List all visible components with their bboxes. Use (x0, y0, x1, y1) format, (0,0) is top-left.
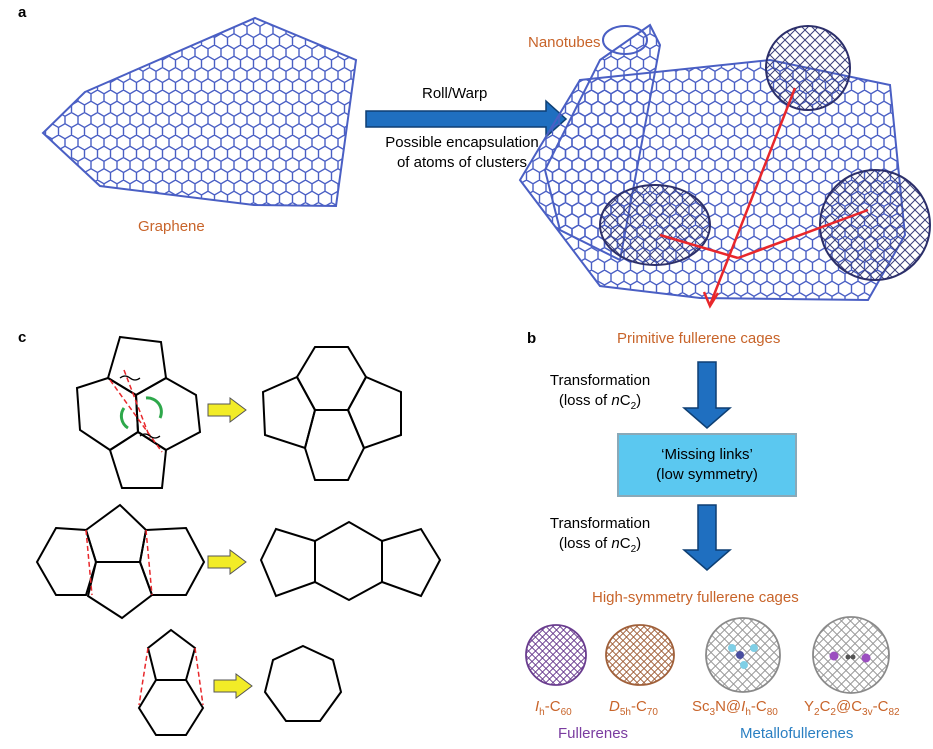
loss-sub: 2 (630, 401, 637, 412)
m0-s1: h (539, 707, 545, 718)
m3-p1: Y (804, 698, 815, 715)
metallofullerenes-label: Metallofullerenes (740, 725, 854, 742)
fullerene-cage-right (819, 169, 931, 281)
loss-prefix: (loss of (558, 392, 612, 409)
ih-c60-cage (525, 624, 587, 686)
m1-p2: -C (630, 698, 647, 715)
graphene-sheet (41, 16, 358, 208)
panel-letter-b: b (527, 330, 537, 347)
missing-links-box: ‘Missing links’ (low symmetry) (617, 433, 797, 497)
red-connector-lines (659, 87, 869, 309)
c-row3-yellow-arrow (213, 673, 253, 699)
sc3n-c80-cage (705, 617, 781, 693)
m1-p1: D (609, 698, 620, 715)
loss-sub: 2 (630, 544, 637, 555)
encapsulation-line-2: of atoms of clusters (396, 154, 528, 171)
m3-s3: 3v (862, 707, 873, 718)
loss-text: (loss of nC2) (525, 391, 675, 417)
m2-p3: I (741, 698, 746, 715)
loss-c: C (619, 392, 631, 409)
m0-p2: -C (544, 698, 561, 715)
loss-c: C (619, 535, 631, 552)
panel-letter-a: a (18, 4, 27, 21)
d5h-c70-cage (605, 624, 675, 686)
panel-letter-c: c (18, 329, 27, 346)
fullerene-cage-left (599, 184, 711, 266)
m2-p4: -C (750, 698, 767, 715)
loss-text: (loss of nC2) (525, 534, 675, 560)
roll-warp-label: Roll/Warp (422, 85, 488, 102)
m3-s1: 2 (814, 707, 820, 718)
loss-n: n (611, 535, 620, 552)
down-arrow-2 (681, 504, 733, 571)
m3-p3: @C (835, 698, 863, 715)
loss-prefix: (loss of (558, 535, 612, 552)
molecule-label-y2c2-c82: Y2C2@C3v-C82 (804, 698, 900, 718)
transformation-label-1: Transformation (loss of nC2) (525, 371, 675, 417)
roll-warp-arrow (365, 99, 568, 139)
transformation-text: Transformation (549, 372, 651, 389)
c-row3-left-structure (137, 628, 205, 736)
m2-p2: N@ (715, 698, 742, 715)
molecule-label-sc3n-c80: Sc3N@Ih-C80 (692, 698, 778, 718)
c-row1-right-structure (261, 346, 402, 481)
transformation-text: Transformation (549, 515, 651, 532)
loss-suffix: ) (636, 535, 642, 552)
missing-links-line-2: (low symmetry) (656, 466, 758, 483)
loss-suffix: ) (636, 392, 642, 409)
high-symmetry-label: High-symmetry fullerene cages (592, 589, 799, 606)
molecule-label-ih-c60: Ih-C60 (535, 698, 572, 718)
m2-s1: 3 (709, 707, 716, 718)
loss-n: n (611, 392, 620, 409)
c-row3-heptagon (263, 644, 343, 722)
m3-s4: 82 (888, 707, 900, 718)
m2-s3: h (745, 707, 751, 718)
encapsulation-label: Possible encapsulation of atoms of clust… (372, 133, 552, 173)
m0-s2: 60 (560, 707, 572, 718)
m1-s2: 70 (646, 707, 658, 718)
y2c2-c82-cage (812, 616, 890, 694)
m3-p4: -C (872, 698, 889, 715)
c-row2-yellow-arrow (207, 549, 247, 575)
missing-links-line-1: ‘Missing links’ (661, 446, 753, 463)
c-row2-left-structure (35, 503, 206, 620)
fullerene-cage-top (765, 25, 851, 111)
m3-s2: 2 (830, 707, 836, 718)
c-row1-yellow-arrow (207, 397, 247, 423)
primitive-cages-label: Primitive fullerene cages (617, 330, 781, 347)
c-row1-left-structure (75, 335, 202, 489)
nanotubes-label: Nanotubes (528, 34, 601, 51)
fullerenes-label: Fullerenes (558, 725, 629, 742)
m2-s4: 80 (766, 707, 778, 718)
encapsulation-line-1: Possible encapsulation (385, 134, 539, 151)
m1-s1: 5h (619, 707, 631, 718)
c-row2-right-structure (259, 520, 442, 602)
m3-p2: C (819, 698, 831, 715)
transformation-label-2: Transformation (loss of nC2) (525, 514, 675, 560)
graphene-label: Graphene (138, 218, 205, 235)
m2-p1: Sc (692, 698, 710, 715)
down-arrow-1 (681, 361, 733, 429)
m0-p1: I (535, 698, 540, 715)
molecule-label-d5h-c70: D5h-C70 (609, 698, 658, 718)
